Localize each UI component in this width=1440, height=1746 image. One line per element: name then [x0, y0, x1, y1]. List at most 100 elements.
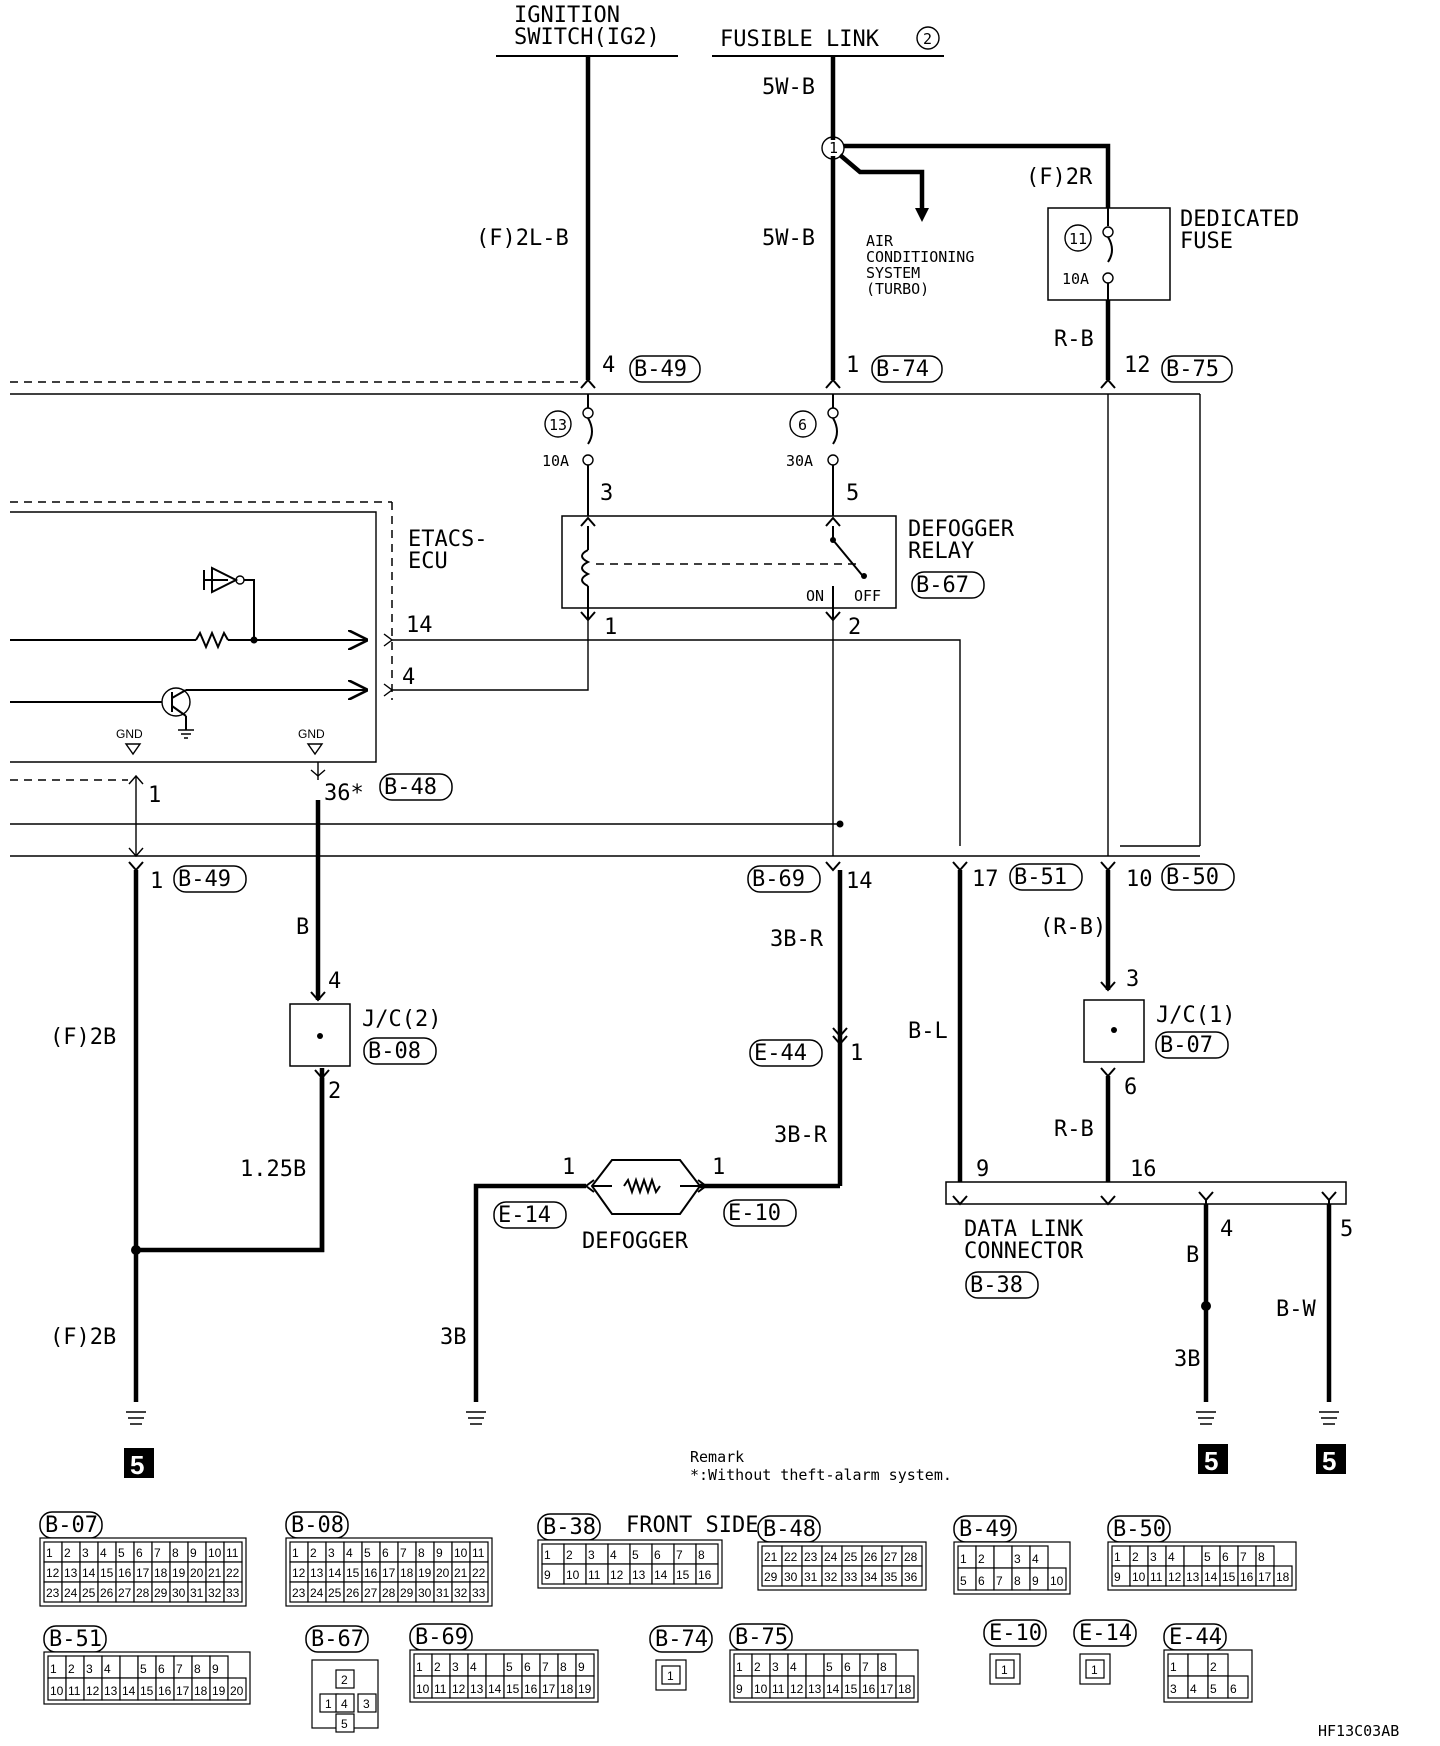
conn-pin: 7 — [862, 1660, 869, 1674]
wire-f2b-1: (F)2B — [50, 1025, 116, 1050]
conn-pin: 28 — [382, 1586, 396, 1600]
ground-symbols — [126, 1411, 1339, 1425]
wire-f2lb: (F)2L-B — [476, 226, 569, 251]
conn-pin: 16 — [862, 1682, 876, 1696]
fuse-11-rating: 10A — [1062, 270, 1089, 288]
conn-pin: 6 — [158, 1662, 165, 1676]
fusible-link-source: FUSIBLE LINK 2 — [712, 26, 944, 57]
conn-pin: 10 — [754, 1682, 768, 1696]
conn-pin: 12 — [790, 1682, 804, 1696]
conn-pin: 5 — [341, 1717, 348, 1731]
conn-pin: 3 — [1014, 1552, 1021, 1566]
conn-pin: 11 — [472, 1546, 485, 1560]
conn-pin: 7 — [542, 1660, 549, 1674]
conn-pin: 32 — [208, 1586, 222, 1600]
etacs-label-1: ETACS- — [408, 527, 487, 552]
conn-tag-e14: E-14 — [1079, 1621, 1132, 1646]
conn-pin: 1 — [960, 1552, 967, 1566]
conn-pin: 22 — [784, 1550, 798, 1564]
conn-pin: 5 — [140, 1662, 147, 1676]
fuse-13-rating: 10A — [542, 452, 569, 470]
conn-pin: 20 — [436, 1566, 450, 1580]
wire-3br-1: 3B-R — [770, 927, 824, 952]
conn-pin: 9 — [736, 1682, 743, 1696]
conn-pin: 1 — [416, 1660, 423, 1674]
conn-pin: 12 — [292, 1566, 306, 1580]
defogger-element — [584, 1159, 708, 1215]
conn-pin: 7 — [154, 1546, 161, 1560]
ground-ref-2-text: 5 — [1204, 1446, 1218, 1476]
conn-pin: 15 — [676, 1568, 690, 1582]
fusible-link-number: 2 — [923, 30, 932, 48]
conn-pin: 4 — [346, 1546, 353, 1560]
jc1-label: J/C(1) — [1156, 1003, 1235, 1028]
conn-pin: 32 — [454, 1586, 468, 1600]
conn-pin: 18 — [194, 1684, 208, 1698]
ignition-label-2: SWITCH(IG2) — [514, 25, 660, 50]
conn-pin: 7 — [176, 1662, 183, 1676]
pin-b69-14: 14 — [846, 869, 873, 894]
ac-label-4: (TURBO) — [866, 280, 929, 298]
conn-pin: 25 — [82, 1586, 96, 1600]
conn-tag-b51: B-51 — [49, 1627, 102, 1652]
conn-tag-b75: B-75 — [735, 1625, 788, 1650]
conn-pin: 31 — [190, 1586, 204, 1600]
conn-pin: 4 — [100, 1546, 107, 1560]
ac-label-3: SYSTEM — [866, 264, 920, 282]
conn-pin: 14 — [1204, 1570, 1218, 1584]
remark-title: Remark — [690, 1448, 744, 1466]
conn-pin: 9 — [190, 1546, 197, 1560]
wire-bw: B-W — [1276, 1297, 1316, 1322]
conn-pin: 28 — [136, 1586, 150, 1600]
conn-pin: 2 — [64, 1546, 71, 1560]
conn-pin: 3 — [363, 1697, 370, 1711]
conn-pin: 9 — [436, 1546, 443, 1560]
conn-pin: 3 — [82, 1546, 89, 1560]
conn-pin: 3 — [588, 1548, 595, 1562]
conn-pin: 9 — [544, 1568, 551, 1582]
conn-pin: 2 — [1132, 1550, 1139, 1564]
conn-pin: 26 — [100, 1586, 114, 1600]
conn-pin: 1 — [46, 1546, 53, 1560]
conn-pin: 18 — [560, 1682, 574, 1696]
conn-pin: 3 — [772, 1660, 779, 1674]
conn-pin: 8 — [1014, 1574, 1021, 1588]
wire-b: B — [296, 915, 309, 940]
conn-pin: 12 — [610, 1568, 624, 1582]
conn-pin: 23 — [292, 1586, 306, 1600]
conn-pin: 25 — [328, 1586, 342, 1600]
conn-pin: 8 — [418, 1546, 425, 1560]
pin-relay-1: 1 — [604, 615, 617, 640]
tag-b75: B-75 — [1166, 357, 1219, 382]
pin-b50-10: 10 — [1126, 867, 1153, 892]
wire-bl: B-L — [908, 1019, 948, 1044]
ignition-switch-source: IGNITION SWITCH(IG2) — [496, 3, 678, 57]
gnd-1-label: GND — [116, 727, 143, 741]
conn-pin: 17 — [880, 1682, 894, 1696]
conn-tag-b74: B-74 — [655, 1627, 708, 1652]
conn-pin: 33 — [226, 1586, 240, 1600]
conn-pin: 5 — [1204, 1550, 1211, 1564]
conn-pin: 3 — [1170, 1682, 1177, 1696]
conn-pin: 12 — [452, 1682, 466, 1696]
conn-pin: 13 — [808, 1682, 822, 1696]
conn-pin: 2 — [434, 1660, 441, 1674]
conn-pin: 18 — [154, 1566, 168, 1580]
conn-pin: 23 — [804, 1550, 818, 1564]
conn-tag-b69: B-69 — [415, 1625, 468, 1650]
conn-pin: 2 — [566, 1548, 573, 1562]
remark-text: *:Without theft-alarm system. — [690, 1466, 952, 1484]
conn-pin: 12 — [1168, 1570, 1182, 1584]
conn-pin: 36 — [904, 1570, 918, 1584]
conn-pin: 1 — [1001, 1663, 1008, 1677]
pin-jc2-4: 4 — [328, 969, 341, 994]
pin-e44-1: 1 — [850, 1041, 863, 1066]
conn-pin: 8 — [1258, 1550, 1265, 1564]
tag-b50: B-50 — [1166, 865, 1219, 890]
conn-pin: 7 — [996, 1574, 1003, 1588]
tag-b49-top: B-49 — [634, 357, 687, 382]
conn-pin: 13 — [104, 1684, 118, 1698]
pin-b74-1: 1 — [846, 353, 859, 378]
conn-pin: 14 — [826, 1682, 840, 1696]
